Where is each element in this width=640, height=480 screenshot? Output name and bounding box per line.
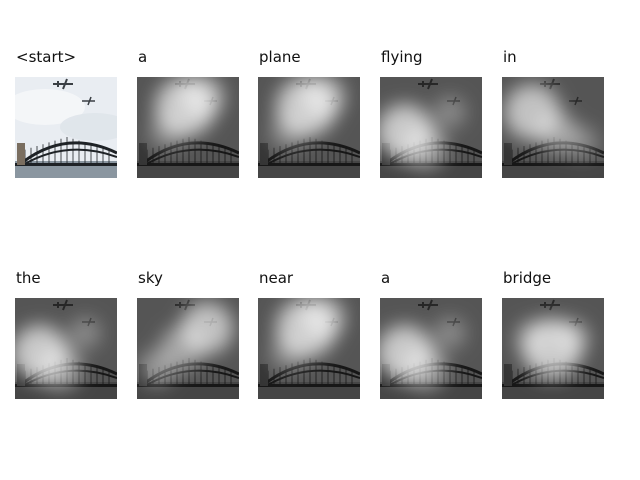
attention-map-image — [15, 77, 117, 178]
caption-word: in — [503, 48, 517, 66]
attention-map-image — [15, 298, 117, 399]
caption-word: plane — [259, 48, 301, 66]
attention-map-image — [258, 77, 360, 178]
caption-word: sky — [138, 269, 163, 287]
attention-map-image — [137, 77, 239, 178]
caption-word: near — [259, 269, 294, 287]
attention-map-image — [380, 77, 482, 178]
attention-map-image — [258, 298, 360, 399]
caption-word: bridge — [503, 269, 552, 287]
attention-map-image — [502, 298, 604, 399]
caption-word: a — [138, 48, 148, 66]
caption-word: a — [381, 269, 391, 287]
caption-word: the — [16, 269, 41, 287]
caption-word: flying — [381, 48, 423, 66]
attention-map-image — [137, 298, 239, 399]
attention-map-image — [502, 77, 604, 178]
caption-word: <start> — [16, 48, 77, 66]
attention-map-image — [380, 298, 482, 399]
